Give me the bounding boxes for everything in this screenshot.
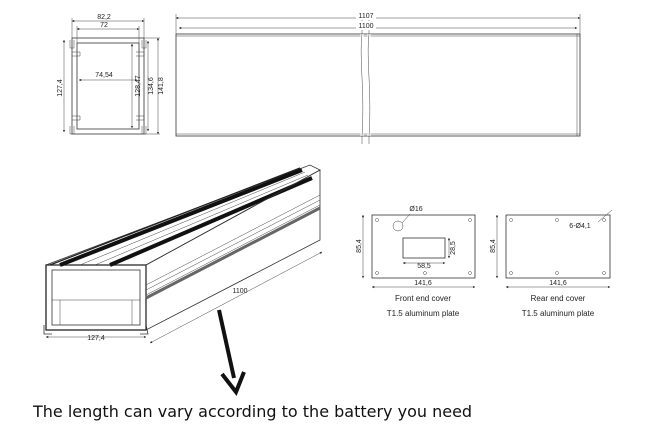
- front-cutout-width: 58,5: [417, 263, 431, 270]
- dim-h3: 141,8: [158, 77, 165, 95]
- dim-height: 127,4: [57, 79, 64, 97]
- rear-cover-title: Rear end cover: [531, 294, 586, 303]
- dim-overall-length: 1107: [358, 13, 373, 20]
- rear-cover-height: 85,4: [490, 239, 497, 253]
- dim-h2: 134,6: [148, 77, 155, 95]
- dim-h1: 128,47: [135, 75, 142, 97]
- length-note-caption: The length can vary according to the bat…: [33, 402, 473, 421]
- rear-holes: 6-Ø4,1: [569, 223, 591, 230]
- isometric-extrusion-view: 1100 127,4: [43, 164, 323, 344]
- dim-inner-length: 1100: [358, 23, 373, 30]
- dim-iso-length: 1100: [232, 288, 247, 295]
- front-cover-material: T1.5 aluminum plate: [387, 309, 460, 318]
- front-end-cover-drawing: Ø16 28,5 58,5 85,4 141,6 Front end cover…: [356, 206, 476, 318]
- long-side-view: 1107 1100: [175, 11, 581, 144]
- front-hole-dia: Ø16: [409, 206, 422, 213]
- dim-iso-width: 127,4: [87, 335, 105, 342]
- front-cutout-height: 28,5: [450, 241, 457, 255]
- rear-cover-width: 141,6: [549, 280, 567, 287]
- dim-inner-width: 72: [100, 22, 108, 29]
- dim-outer-width: 82,2: [97, 14, 111, 21]
- down-arrow-icon: [217, 309, 246, 396]
- front-cover-width: 141,6: [414, 280, 432, 287]
- rear-cover-material: T1.5 aluminum plate: [522, 309, 595, 318]
- front-cover-title: Front end cover: [395, 294, 451, 303]
- dim-inner-span: 74,54: [95, 72, 113, 79]
- rear-end-cover-drawing: 6-Ø4,1 85,4 141,6 Rear end cover T1.5 al…: [490, 209, 613, 318]
- front-cover-height: 85,4: [356, 239, 363, 253]
- profile-section-view: 82,2 72 74,54 127,4 128,47 134,6 141,8: [57, 14, 165, 135]
